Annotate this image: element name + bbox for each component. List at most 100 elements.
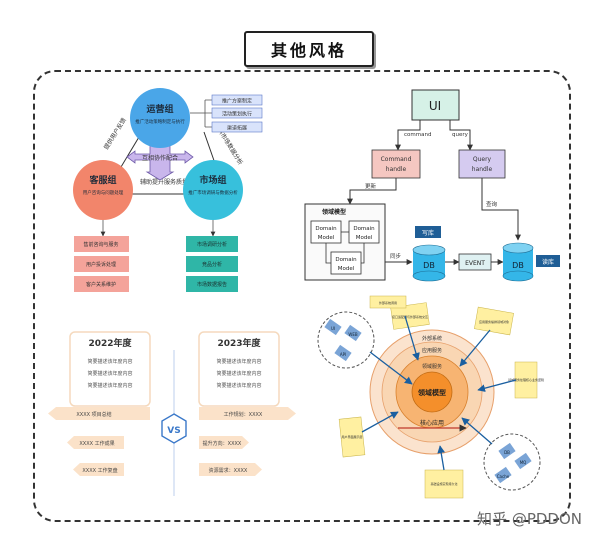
right-node-0: DB xyxy=(498,442,516,460)
onion-outer-label: 外部系统 xyxy=(422,335,442,342)
customer-item-0: 售前咨询与服务 xyxy=(74,236,129,252)
edge-label-bottom: 辅助提升服务质量 xyxy=(140,178,188,186)
right-tag-0: 工作规划：XXXX xyxy=(199,407,296,420)
svg-text:Model: Model xyxy=(318,235,335,241)
onion-core-label: 领域模型 xyxy=(418,388,446,397)
svg-text:DB: DB xyxy=(423,261,435,270)
right-tag-1: 提升方向：XXXX xyxy=(199,436,249,449)
ops-item-1: 活动策划执行 xyxy=(211,107,263,119)
onion-mid-label: 应用服务 xyxy=(422,347,442,354)
vs-hexagon xyxy=(161,413,187,444)
note-3: 基础设施实现持久化 xyxy=(424,469,464,499)
svg-text:提升方向：XXXX: 提升方向：XXXX xyxy=(203,440,242,447)
ops-item-0: 推广方案制定 xyxy=(211,94,263,106)
arrow-sync-label: 同步 xyxy=(390,253,402,260)
onion-band-label: 核心应用 xyxy=(420,419,444,427)
left-tag-2: XXXX 工作复盘 xyxy=(73,463,124,476)
cqrs-diagram: UI command query Command handle Query ha… xyxy=(304,89,560,282)
arrow-read-label: 查询 xyxy=(486,200,498,208)
svg-text:市场数据报告: 市场数据报告 xyxy=(197,281,227,288)
svg-text:Domain: Domain xyxy=(315,226,337,232)
ui-box xyxy=(411,89,460,121)
year-compare: 2022年度 简要描述该年度内容 简要描述该年度内容 简要描述该年度内容 202… xyxy=(48,331,296,496)
svg-text:XXXX 工作成果: XXXX 工作成果 xyxy=(79,440,114,447)
svg-text:售前咨询与服务: 售前咨询与服务 xyxy=(83,241,118,248)
svg-text:简要描述该年度内容: 简要描述该年度内容 xyxy=(87,370,132,377)
svg-text:handle: handle xyxy=(472,166,493,173)
note-0: 接口适配器与外部系统交互 xyxy=(390,302,430,330)
market-item-1: 竞品分析 xyxy=(186,256,238,272)
domain-title: 领域模型 xyxy=(322,208,346,216)
svg-text:领域服务处理核心业务逻辑: 领域服务处理核心业务逻辑 xyxy=(508,377,544,382)
customer-item-2: 客户关系维护 xyxy=(74,276,129,292)
svg-text:XXXX 工作复盘: XXXX 工作复盘 xyxy=(82,467,117,474)
svg-text:渠道拓展: 渠道拓展 xyxy=(227,125,247,132)
right-tag-2: 资源需求：XXXX xyxy=(199,463,262,476)
svg-text:用户投诉处理: 用户投诉处理 xyxy=(86,261,116,268)
svg-text:Command: Command xyxy=(381,156,412,163)
customer-circle xyxy=(73,160,133,220)
vs-label: VS xyxy=(167,426,180,436)
center-label: 互相协作配合 xyxy=(142,154,178,162)
svg-text:写库: 写库 xyxy=(422,229,434,237)
market-sub: 推广市场调研与数据分析 xyxy=(188,189,238,196)
onion-diagram: 外部系统 应用服务 领域服务 领域模型 核心应用 UI WEB API DB M… xyxy=(317,295,544,499)
read-db: DB xyxy=(502,242,534,282)
svg-text:MQ: MQ xyxy=(520,460,527,465)
svg-text:DB: DB xyxy=(512,261,524,270)
write-db: DB xyxy=(412,244,446,282)
svg-text:Cache: Cache xyxy=(497,474,510,479)
watermark: 知乎 @PDDON xyxy=(477,510,582,528)
svg-text:简要描述该年度内容: 简要描述该年度内容 xyxy=(216,370,261,377)
svg-text:handle: handle xyxy=(386,166,407,173)
note-4: 用户界面展示层 xyxy=(338,416,366,458)
svg-text:市场调研分析: 市场调研分析 xyxy=(197,241,227,248)
svg-text:活动策划执行: 活动策划执行 xyxy=(222,111,252,118)
svg-text:读库: 读库 xyxy=(542,258,554,266)
svg-text:WEB: WEB xyxy=(348,332,357,337)
event-label: EVENT xyxy=(465,260,485,267)
onion-inner-label: 领域服务 xyxy=(422,363,442,370)
command-label: command xyxy=(404,132,431,138)
ops-circle xyxy=(130,88,190,148)
right-year-title: 2023年度 xyxy=(217,337,261,349)
write-tag: 写库 xyxy=(415,226,441,238)
svg-text:基础设施实现持久化: 基础设施实现持久化 xyxy=(430,481,457,486)
read-tag: 读库 xyxy=(536,255,560,267)
svg-text:工作规划：XXXX: 工作规划：XXXX xyxy=(224,411,263,418)
right-node-cluster xyxy=(483,433,541,491)
svg-text:简要描述该年度内容: 简要描述该年度内容 xyxy=(87,358,132,365)
svg-text:DB: DB xyxy=(504,450,510,455)
svg-text:客户关系维护: 客户关系维护 xyxy=(86,281,116,288)
market-circle xyxy=(183,160,243,220)
page-title: 其他风格 xyxy=(244,31,374,67)
left-tag-1: XXXX 工作成果 xyxy=(67,436,124,449)
svg-text:Model: Model xyxy=(338,266,355,272)
svg-text:Domain: Domain xyxy=(353,226,375,232)
right-node-2: Cache xyxy=(494,466,512,484)
note-5: 外部系统调用 xyxy=(369,295,407,309)
query-handle-box xyxy=(458,149,506,179)
left-year-card xyxy=(69,331,151,407)
org-diagram: 提供用户反馈 提供市场数据分析 辅助提升服务质量 互相协作配合 运营组 推广活动… xyxy=(73,88,263,292)
svg-text:用户界面展示层: 用户界面展示层 xyxy=(341,434,362,439)
content-frame xyxy=(33,70,571,522)
market-item-0: 市场调研分析 xyxy=(186,236,238,252)
customer-title: 客服组 xyxy=(88,174,116,186)
svg-text:接口适配器与外部系统交互: 接口适配器与外部系统交互 xyxy=(392,314,428,319)
customer-sub: 用户咨询与问题处理 xyxy=(83,189,124,196)
note-1: 应用服务编排领域对象 xyxy=(474,306,514,336)
left-node-0: UI xyxy=(324,318,342,336)
market-title: 市场组 xyxy=(199,174,226,186)
svg-text:简要描述该年度内容: 简要描述该年度内容 xyxy=(87,382,132,389)
svg-text:简要描述该年度内容: 简要描述该年度内容 xyxy=(216,358,261,365)
market-item-2: 市场数据报告 xyxy=(186,276,238,292)
ops-title: 运营组 xyxy=(146,103,173,115)
svg-text:Model: Model xyxy=(356,235,373,241)
svg-text:外部系统调用: 外部系统调用 xyxy=(379,300,397,305)
svg-text:API: API xyxy=(340,352,346,357)
svg-text:应用服务编排领域对象: 应用服务编排领域对象 xyxy=(479,319,509,324)
arrow-write-label: 更新 xyxy=(365,182,377,190)
query-label: query xyxy=(452,132,469,138)
